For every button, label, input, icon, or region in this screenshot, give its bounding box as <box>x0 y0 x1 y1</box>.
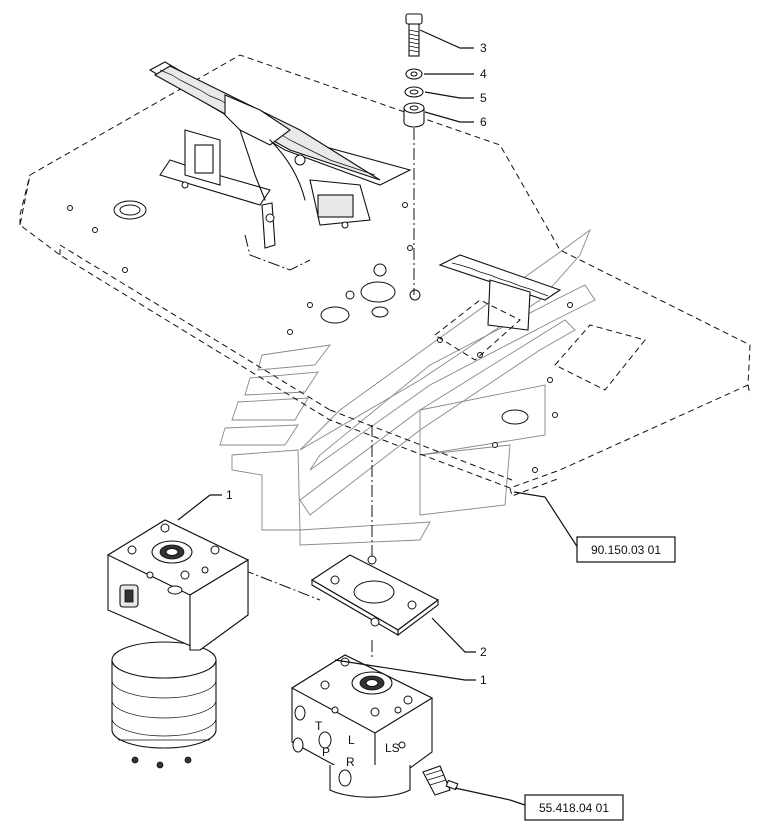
ref-floor-plate-text: 90.150.03 01 <box>591 543 661 557</box>
ref-box-fitting[interactable]: 55.418.04 01 <box>524 794 624 821</box>
port-label-p: P <box>322 745 330 759</box>
callout-5: 5 <box>480 91 487 105</box>
ref-fitting-text: 55.418.04 01 <box>539 801 609 815</box>
bracket-pad <box>434 254 562 361</box>
fitting <box>422 765 459 796</box>
port-label-t: T <box>315 719 323 733</box>
floor-plate <box>19 54 751 497</box>
steering-unit-right: T L P R LS <box>290 654 434 798</box>
callout-4: 4 <box>480 67 487 81</box>
port-label-ls: LS <box>385 741 400 755</box>
bolt-stack <box>403 13 425 295</box>
steering-unit-left <box>106 519 250 769</box>
leader-lines <box>177 29 579 806</box>
callout-1-right: 1 <box>480 673 487 687</box>
callout-3: 3 <box>480 41 487 55</box>
pedal-assembly <box>148 61 412 271</box>
gasket <box>310 554 440 637</box>
watermark-logo <box>219 228 596 546</box>
port-label-l: L <box>348 733 355 747</box>
ref-box-floor-plate[interactable]: 90.150.03 01 <box>576 536 676 563</box>
port-label-r: R <box>346 755 355 769</box>
callout-1-left: 1 <box>226 488 233 502</box>
callout-2: 2 <box>480 645 487 659</box>
callout-6: 6 <box>480 115 487 129</box>
